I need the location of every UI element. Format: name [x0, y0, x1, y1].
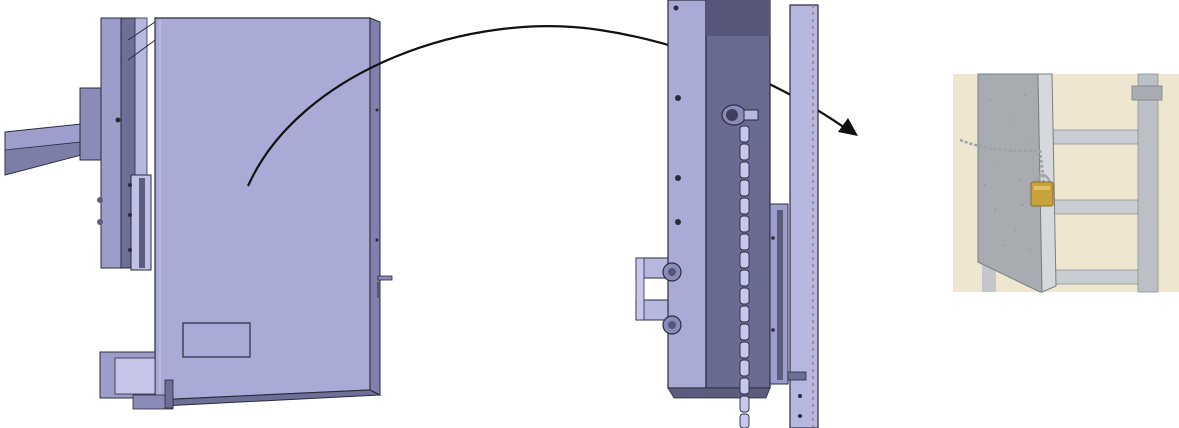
panel-door-side-cad — [635, 0, 819, 428]
photo-door-panel — [977, 73, 1043, 293]
latch-pin — [375, 108, 393, 298]
panel-photo-locked-door — [953, 73, 1179, 293]
label-plate — [182, 322, 251, 358]
padlock-icon — [1030, 173, 1054, 207]
wall-bracket-lower — [99, 351, 174, 410]
ladder-rail-right — [787, 4, 819, 428]
hinge-strip — [97, 117, 152, 271]
bolt-lower — [662, 315, 682, 335]
photo-ladder-rungs — [1051, 129, 1141, 285]
photo-ladder-rail — [1137, 73, 1159, 293]
door-edge-profile — [667, 0, 771, 399]
arrow-curve — [246, 25, 846, 187]
side-bracket — [635, 257, 669, 321]
chain — [739, 125, 750, 428]
panel-door-closed-cad — [4, 17, 393, 410]
wall-bracket-upper — [4, 87, 111, 176]
bolt-upper — [662, 262, 682, 282]
transition-arrow — [246, 25, 858, 187]
arrowhead-icon — [838, 118, 858, 136]
photo-rail-clip — [1131, 85, 1163, 101]
lock-knob — [721, 104, 759, 126]
photo-door-texture — [984, 94, 1033, 252]
hinge-block — [769, 203, 789, 385]
door-panel — [153, 17, 382, 407]
